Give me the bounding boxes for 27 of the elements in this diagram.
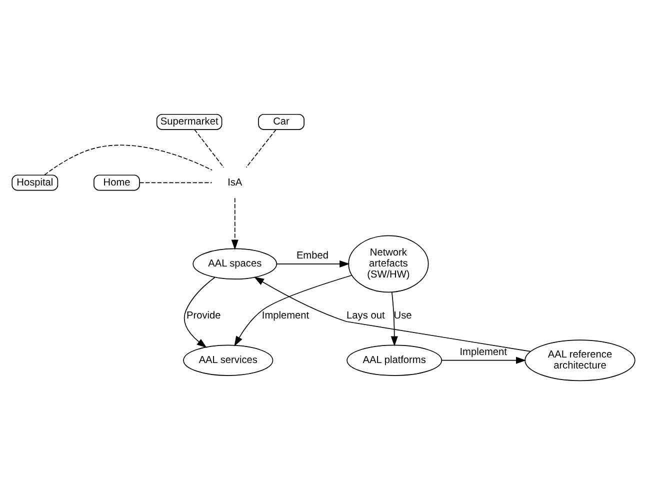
- arrow: [184, 276, 216, 348]
- arrow: [254, 276, 531, 352]
- connector: [139, 182, 212, 184]
- edge-label: Lays out: [346, 310, 385, 322]
- arrow: [390, 292, 398, 346]
- connector: [44, 144, 212, 176]
- node-ellipse: AAL services: [183, 344, 274, 376]
- node-box: Hospital: [12, 174, 58, 191]
- node-ellipse: AAL spaces: [192, 248, 278, 280]
- connector: [246, 129, 276, 168]
- arrow: [234, 274, 352, 346]
- connector: [194, 129, 224, 168]
- arrow: [276, 260, 350, 268]
- node-box: Car: [258, 114, 304, 130]
- edge-label: Use: [394, 310, 412, 322]
- edge-label: Implement: [262, 310, 310, 322]
- node-ellipse: AAL reference architecture: [524, 340, 636, 382]
- node-box: Home: [94, 174, 140, 191]
- node-ellipse: AAL platforms: [346, 344, 442, 376]
- arrow: [441, 356, 526, 364]
- node-box: Supermarket: [156, 114, 222, 130]
- edge-label: Implement: [460, 346, 507, 358]
- arrow: [231, 198, 238, 250]
- edge-label: Provide: [186, 310, 221, 322]
- edge-label: Embed: [296, 250, 328, 262]
- node-text: IsA: [228, 177, 242, 188]
- node-ellipse: Network artefacts (SW/HW): [348, 235, 429, 293]
